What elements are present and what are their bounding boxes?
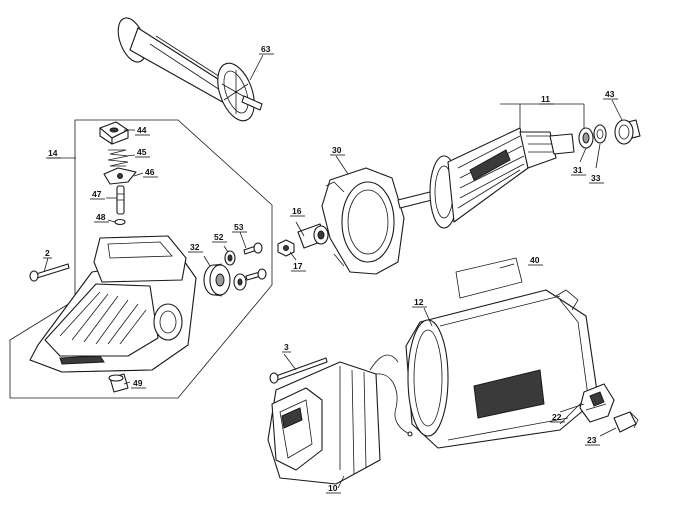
callout-48: 48 bbox=[96, 212, 106, 222]
callout-63: 63 bbox=[261, 44, 271, 54]
screw-2-part bbox=[29, 263, 70, 282]
fan-baffle-part bbox=[321, 167, 405, 275]
callout-53: 53 bbox=[234, 222, 244, 232]
bushing-49-part bbox=[108, 373, 129, 393]
callout-46: 46 bbox=[145, 167, 155, 177]
callout-32: 32 bbox=[190, 242, 200, 252]
gear-housing-part bbox=[29, 235, 197, 373]
washer-32-part bbox=[203, 263, 231, 297]
spring-part bbox=[107, 149, 129, 167]
callout-40: 40 bbox=[530, 255, 540, 265]
spindle-lock-button-part bbox=[99, 121, 129, 145]
brush-holder-16-part bbox=[297, 223, 329, 249]
switch-22-part bbox=[579, 383, 615, 423]
screw-53-part bbox=[243, 242, 263, 255]
callout-16: 16 bbox=[292, 206, 302, 216]
gear-head-group-box bbox=[9, 119, 273, 399]
callout-23: 23 bbox=[587, 435, 597, 445]
callout-47: 47 bbox=[92, 189, 102, 199]
callout-45: 45 bbox=[137, 147, 147, 157]
callout-labels: 63 11 43 14 44 45 46 47 48 30 31 33 16 1… bbox=[43, 44, 618, 494]
motor-housing-part bbox=[405, 289, 599, 449]
stator-field-part bbox=[267, 354, 413, 485]
callout-2: 2 bbox=[45, 248, 50, 258]
armature-rotor-part bbox=[397, 127, 575, 229]
washer-52-part bbox=[224, 250, 236, 266]
callout-52: 52 bbox=[214, 232, 224, 242]
bearing-set-part bbox=[233, 268, 267, 291]
callout-17: 17 bbox=[293, 261, 303, 271]
rating-label-part bbox=[455, 257, 523, 299]
callout-30: 30 bbox=[332, 145, 342, 155]
bearing-31-part bbox=[578, 127, 594, 149]
bearing-cap-43-part bbox=[614, 119, 641, 145]
callout-3: 3 bbox=[284, 342, 289, 352]
callout-43: 43 bbox=[605, 89, 615, 99]
lock-pin-part bbox=[116, 185, 125, 215]
callout-12: 12 bbox=[414, 297, 424, 307]
callout-14: 14 bbox=[48, 148, 58, 158]
retaining-ring-part bbox=[114, 218, 126, 226]
callout-44: 44 bbox=[137, 125, 147, 135]
screw-3-part bbox=[269, 357, 328, 384]
carbon-brush-23-part bbox=[613, 411, 639, 433]
callout-22: 22 bbox=[552, 412, 562, 422]
callout-11: 11 bbox=[541, 94, 550, 104]
callout-31: 31 bbox=[573, 165, 583, 175]
washer-33-part bbox=[593, 124, 607, 144]
callout-49: 49 bbox=[133, 378, 143, 388]
leader-lines bbox=[43, 54, 623, 489]
lock-plate-part bbox=[103, 167, 137, 185]
side-handle-part bbox=[117, 17, 263, 122]
callout-10: 10 bbox=[328, 483, 338, 493]
callout-33: 33 bbox=[591, 173, 601, 183]
